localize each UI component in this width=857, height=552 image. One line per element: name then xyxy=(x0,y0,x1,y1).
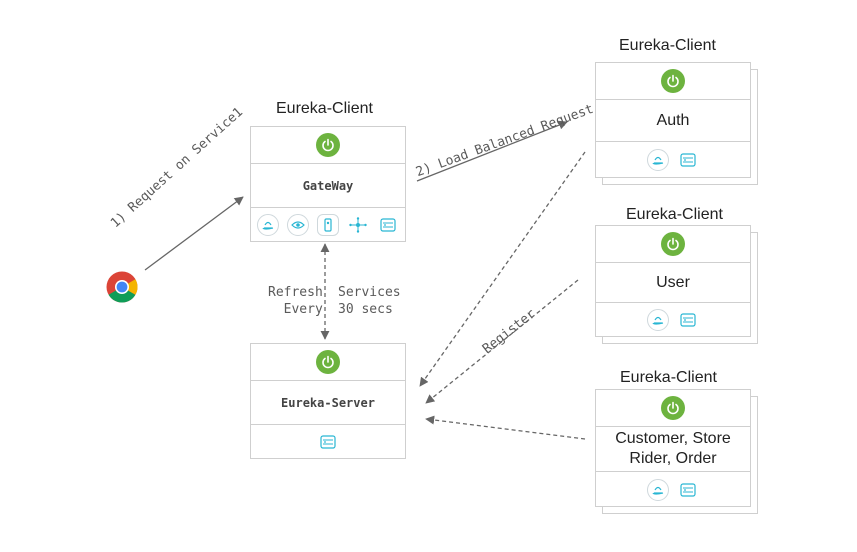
spring-icon xyxy=(661,396,685,420)
refresh-left-label: Refresh Every xyxy=(268,285,323,317)
user-label: User xyxy=(656,273,690,291)
gateway-client-caption: Eureka-Client xyxy=(276,100,373,117)
gateway-eye-icon xyxy=(287,214,309,236)
customer-box: Customer, Store Rider, Order xyxy=(595,389,751,507)
eureka-server-label: Eureka-Server xyxy=(281,395,375,410)
gateway-network-icon xyxy=(347,214,369,236)
auth-label: Auth xyxy=(656,111,690,129)
server-icon xyxy=(677,309,699,331)
user-client-caption: Eureka-Client xyxy=(626,206,723,223)
gateway-cloud-icon xyxy=(257,214,279,236)
cloud-icon xyxy=(647,309,669,331)
gateway-phone-icon xyxy=(317,214,339,236)
auth-box: Auth xyxy=(595,62,751,178)
cloud-icon xyxy=(647,478,669,501)
spring-icon xyxy=(661,69,685,93)
gateway-server-icon xyxy=(377,214,399,236)
customer-register-arrow xyxy=(425,415,586,440)
refresh-right-label: Services 30 secs xyxy=(338,285,401,317)
chrome-icon xyxy=(106,271,138,303)
auth-register-arrow xyxy=(419,151,586,387)
customer-label-line2: Rider, Order xyxy=(629,450,717,467)
spring-icon xyxy=(316,133,340,157)
customer-client-caption: Eureka-Client xyxy=(620,369,717,386)
cloud-icon xyxy=(647,149,669,171)
eureka-server-box: Eureka-Server xyxy=(250,343,406,459)
server-icon xyxy=(677,149,699,171)
user-box: User xyxy=(595,225,751,337)
spring-icon xyxy=(661,232,685,256)
request-arrow xyxy=(144,196,244,271)
server-icon xyxy=(317,431,339,453)
auth-client-caption: Eureka-Client xyxy=(619,37,716,54)
load-balanced-arrow xyxy=(416,120,568,182)
customer-label-line1: Customer, Store xyxy=(615,430,731,447)
user-register-arrow xyxy=(425,279,579,404)
gateway-label: GateWay xyxy=(302,178,354,193)
spring-icon xyxy=(316,350,340,374)
gateway-box: GateWay xyxy=(250,126,406,242)
server-icon xyxy=(677,479,699,501)
